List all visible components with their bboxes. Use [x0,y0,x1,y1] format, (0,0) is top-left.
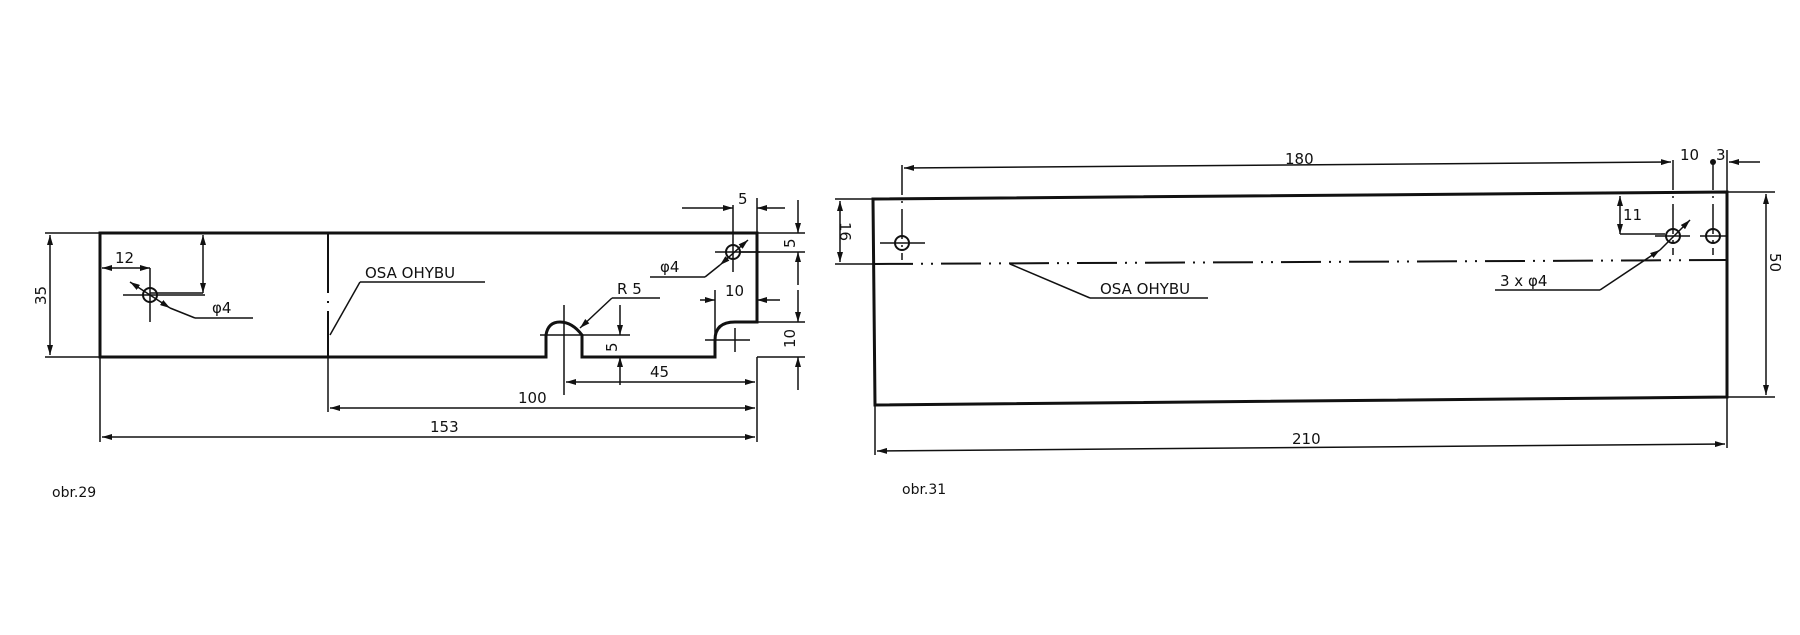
dim-total-length: 153 [430,418,459,436]
bend-label: OSA OHYBU [1100,280,1190,298]
dim-notch-height: 10 [781,329,799,348]
part-outline [98,231,759,359]
dim-height: 35 [32,286,50,305]
dim-slot-to-end: 45 [650,363,669,381]
dim-total-length: 210 [1292,430,1321,448]
dim-bend-offset: 16 [836,222,854,241]
dim-radius: R 5 [617,280,642,298]
dim-hole-depth: 11 [1623,206,1642,224]
dim-right-hole-x: 5 [738,190,748,208]
dim-left-hole-diameter: φ4 [212,299,231,317]
figure-caption: obr.29 [52,485,96,501]
figure-31: OSA OHYBU 16 3 x φ4 11 180 10 3 [835,146,1784,498]
bend-leader [329,281,361,336]
dim-hole-offset-x: 12 [115,249,134,267]
dim-hole-pitch: 10 [1680,146,1699,164]
dim-slot-depth: 5 [603,342,621,352]
dim-notch-width: 10 [725,282,744,300]
figure-caption: obr.31 [902,482,946,498]
dim-bend-to-end: 100 [518,389,547,407]
dim-hole-span: 180 [1285,150,1314,168]
bend-axis [872,259,1728,265]
figure-29: OSA OHYBU φ4 12 35 φ4 5 [32,190,805,501]
part-outline [871,190,1729,407]
dim-right-hole-diameter: φ4 [660,258,679,276]
dim-holes: 3 x φ4 [1500,272,1547,290]
dim-right-hole-y: 5 [781,238,799,248]
dim-height: 50 [1766,253,1784,272]
bend-label: OSA OHYBU [365,264,455,282]
dim-edge-offset: 3 [1716,146,1726,164]
